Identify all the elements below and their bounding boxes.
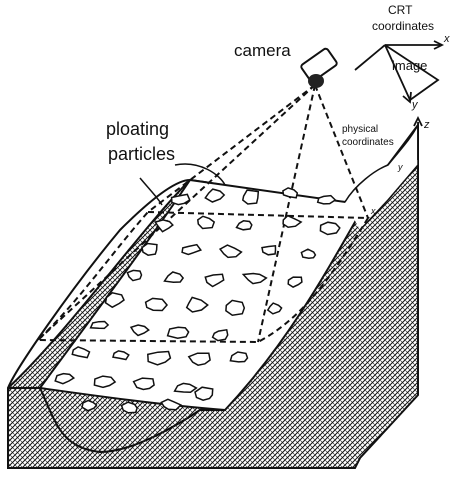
- floating-particle: [226, 300, 244, 315]
- crt-label-line2: coordinates: [372, 19, 434, 33]
- crt-y-axis-label: y: [411, 99, 419, 111]
- physical-x-axis-label: x: [370, 206, 376, 216]
- physical-y-axis-label: y: [397, 162, 403, 172]
- floating-particle: [243, 190, 258, 204]
- floating-particle: [91, 322, 109, 329]
- camera-label: camera: [234, 41, 291, 60]
- particles-label-line2: particles: [108, 144, 175, 164]
- physical-z-axis-label: z: [423, 119, 430, 131]
- camera-icon: [300, 48, 338, 88]
- floating-particle: [134, 378, 155, 389]
- image-label: image: [392, 58, 427, 73]
- crt-label-line1: CRT: [388, 3, 413, 17]
- floating-particle: [142, 244, 157, 256]
- physical-label-line2: coordinates: [342, 137, 394, 148]
- physical-label-line1: physical: [342, 124, 378, 135]
- floating-particle: [168, 327, 189, 338]
- floating-particle: [262, 246, 276, 255]
- floating-particle: [122, 402, 138, 413]
- floating-particle: [320, 222, 339, 234]
- floating-particle: [146, 298, 167, 310]
- crt-x-axis-label: x: [443, 33, 450, 45]
- particles-label-line1: ploating: [106, 119, 169, 139]
